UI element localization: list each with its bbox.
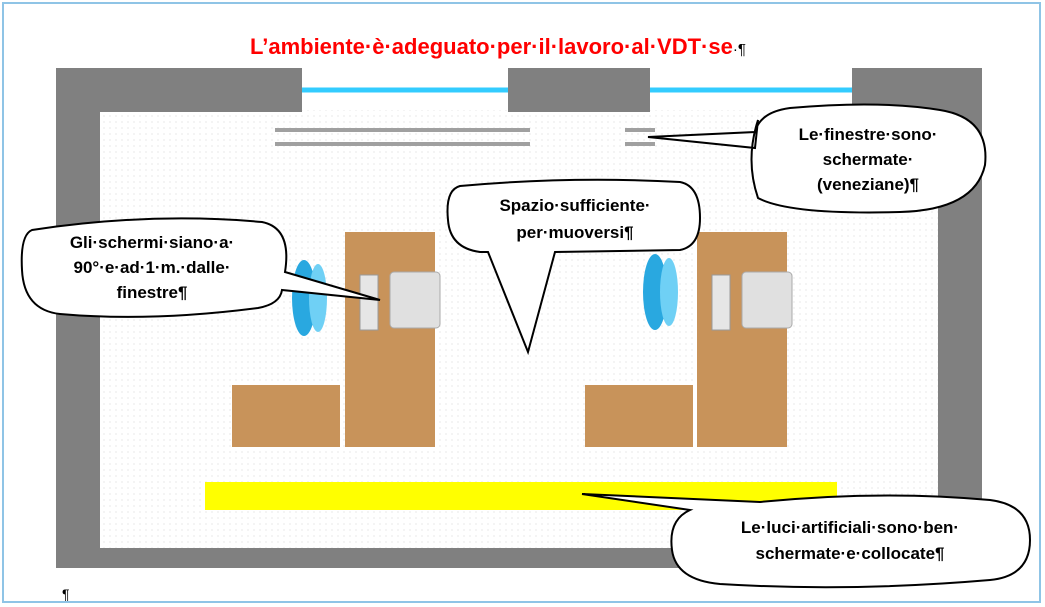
callout-space-line-2: per·muoversi¶ (516, 223, 633, 242)
callout-screens-line-1: Gli·schermi·siano·a· (70, 233, 234, 252)
diagram-title: L’ambiente·è·adeguato·per·il·lavoro·al·V… (250, 34, 746, 59)
callout-space-line-1: Spazio·sufficiente· (499, 196, 650, 215)
callout-windows: Le·finestre·sono· schermate· (veneziane)… (647, 103, 987, 214)
desk-right (697, 232, 787, 447)
wall-left (56, 68, 100, 568)
wall-top-middle (508, 68, 650, 112)
callout-lights: Le·luci·artificiali·sono·ben· schermate·… (581, 493, 1032, 589)
chair-right-back (660, 258, 678, 326)
desk-left (345, 232, 435, 447)
callout-screens-line-2: 90°·e·ad·1·m.·dalle· (73, 258, 230, 277)
room-walls (56, 68, 982, 568)
chair-right (643, 254, 667, 330)
side-desk-left (232, 385, 340, 447)
callout-screens: Gli·schermi·siano·a· 90°·e·ad·1·m.·dalle… (20, 217, 381, 318)
callout-windows-line-3: (veneziane)¶ (817, 175, 919, 194)
callout-lights-line-1: Le·luci·artificiali·sono·ben· (741, 518, 959, 537)
callout-lights-line-2: schermate·e·collocate¶ (756, 544, 945, 563)
workstation-right (585, 232, 793, 447)
paragraph-mark: ¶ (62, 586, 70, 602)
callout-windows-line-1: Le·finestre·sono· (799, 125, 938, 144)
side-desk-right (585, 385, 693, 447)
keyboard-left (359, 274, 379, 331)
blinds-right (625, 128, 655, 146)
monitor-right (741, 271, 793, 329)
keyboard-right (711, 274, 731, 331)
workstation-left (232, 232, 441, 447)
blinds-left (275, 128, 530, 146)
callout-space: Spazio·sufficiente· per·muoversi¶ (446, 178, 702, 356)
callout-windows-line-2: schermate· (823, 150, 914, 169)
chair-left-back (309, 264, 327, 332)
monitor-left (389, 271, 441, 329)
callout-screens-line-3: finestre¶ (117, 283, 188, 302)
